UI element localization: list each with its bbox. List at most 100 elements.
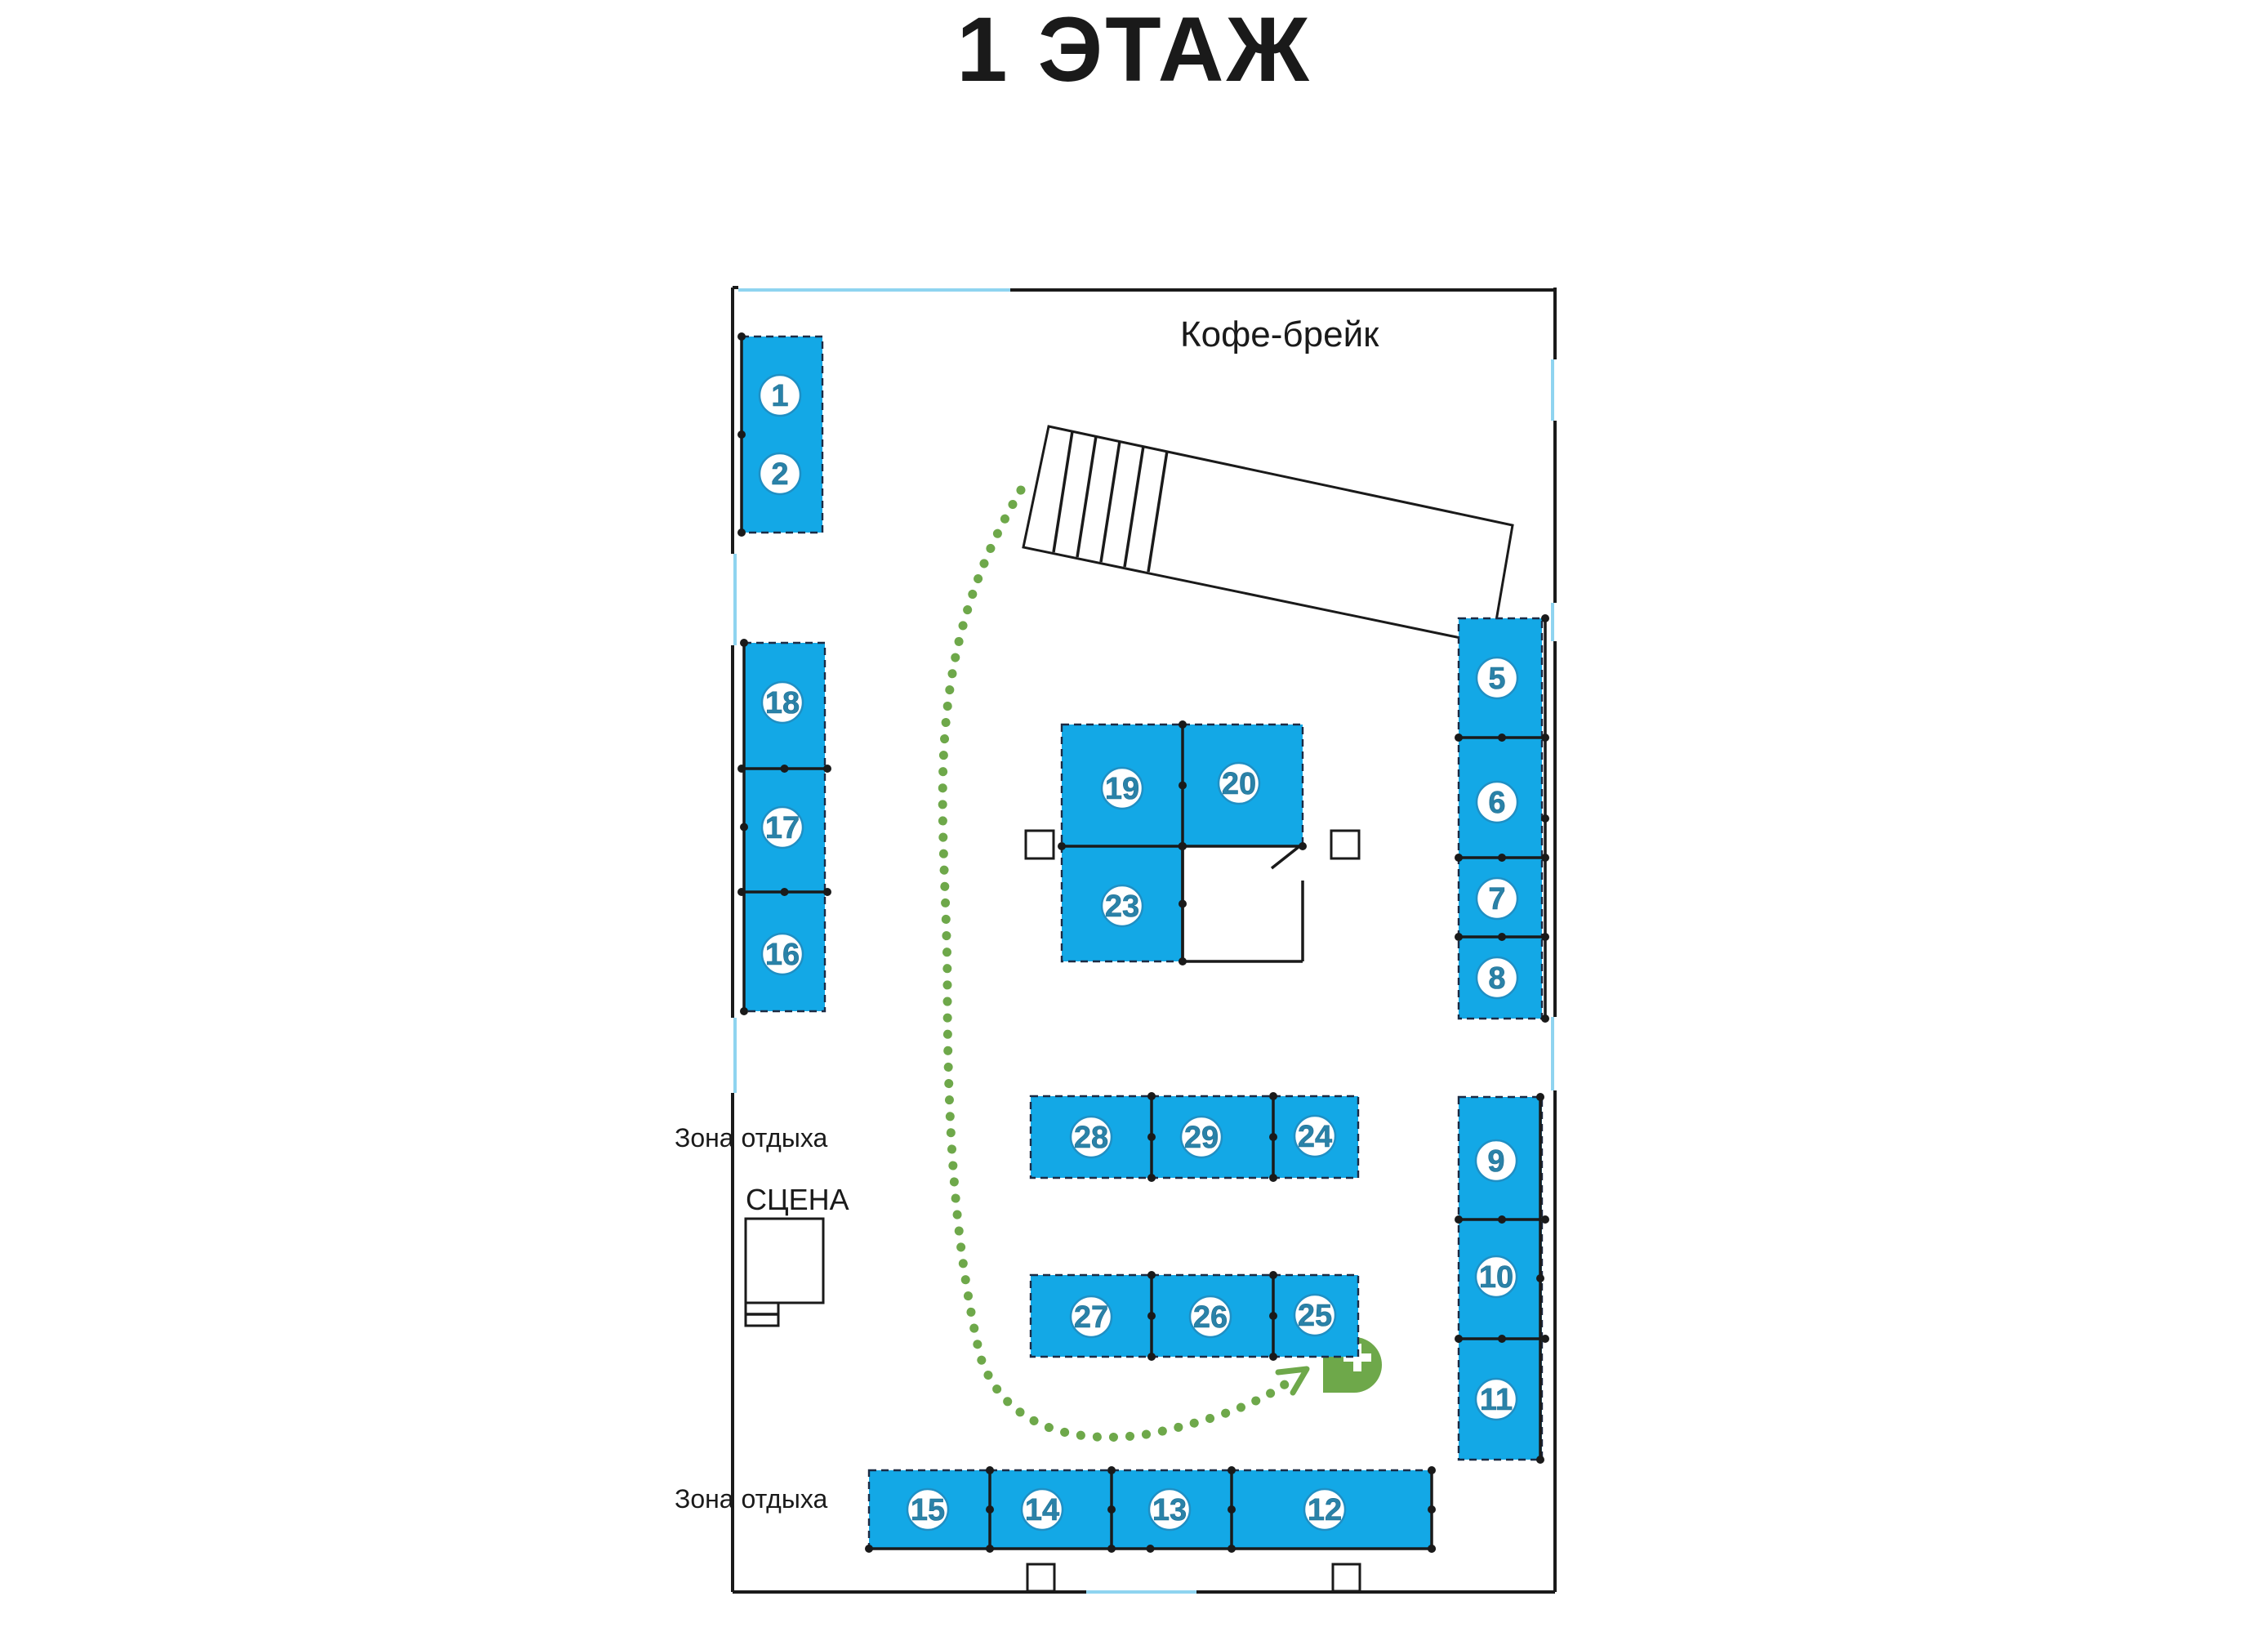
booth-19[interactable]: 19 <box>1060 723 1184 848</box>
booth-number-badge <box>906 1487 950 1532</box>
partition-post <box>1147 1133 1156 1141</box>
partition-post <box>1536 1456 1544 1464</box>
column <box>1024 829 1055 860</box>
partition-post <box>1541 614 1549 622</box>
booth-1[interactable]: 1 <box>740 335 824 534</box>
partition-post <box>1107 1545 1116 1553</box>
partition-post <box>1147 1271 1156 1279</box>
partition-post <box>1455 933 1463 941</box>
booth-9[interactable]: 9 <box>1457 1095 1544 1221</box>
booth-number-badge <box>760 805 804 849</box>
booth-27[interactable]: 27 <box>1029 1273 1153 1358</box>
stair-step <box>1052 430 1074 553</box>
booth-28[interactable]: 28 <box>1029 1095 1153 1179</box>
booth-10[interactable]: 10 <box>1457 1218 1544 1340</box>
booth-number: 29 <box>1184 1121 1219 1155</box>
partition-post <box>1455 1335 1463 1343</box>
booth-5[interactable]: 5 <box>1457 617 1544 739</box>
booth-number: 8 <box>1488 961 1505 996</box>
booth-15[interactable]: 15 <box>867 1469 991 1550</box>
partition-post <box>1541 1014 1549 1023</box>
booth-number-badge <box>1100 766 1144 810</box>
partition-post <box>740 1007 748 1015</box>
booth-number-badge <box>1474 1255 1518 1299</box>
booth-13[interactable]: 13 <box>1110 1469 1233 1550</box>
floor-title: 1 ЭТАЖ <box>956 0 1312 100</box>
booth-number-badge <box>1188 1295 1232 1339</box>
booth-number-badge <box>1069 1295 1113 1339</box>
booth-number: 6 <box>1488 786 1505 820</box>
booth-number-badge <box>1303 1487 1347 1532</box>
booth-8[interactable]: 8 <box>1457 935 1544 1020</box>
booth-14[interactable]: 14 <box>988 1469 1113 1550</box>
booth-7[interactable]: 7 <box>1457 856 1544 939</box>
stage-platform <box>744 1217 825 1304</box>
booth-number: 12 <box>1308 1493 1342 1527</box>
booth-number: 11 <box>1480 1383 1513 1417</box>
booth-2[interactable]: 2 <box>758 452 802 496</box>
column <box>1330 829 1361 860</box>
booth-12[interactable]: 12 <box>1230 1469 1433 1550</box>
booth-6[interactable]: 6 <box>1457 736 1544 859</box>
partition-post <box>1269 1133 1277 1141</box>
partition-post <box>1269 1174 1277 1182</box>
booth-29[interactable]: 29 <box>1150 1095 1275 1179</box>
route <box>938 485 1310 1442</box>
stair-step <box>1147 450 1169 573</box>
booth-number: 20 <box>1222 767 1256 801</box>
booth-11[interactable]: 11 <box>1457 1337 1544 1461</box>
partition-post <box>1455 1215 1463 1224</box>
booth-number: 14 <box>1025 1493 1059 1527</box>
partition-post <box>780 765 789 773</box>
booth-number: 25 <box>1298 1299 1332 1333</box>
partition-post <box>1541 1335 1549 1343</box>
partition-post <box>737 332 746 341</box>
booth-18[interactable]: 18 <box>742 641 827 770</box>
booth-number: 10 <box>1479 1260 1513 1295</box>
booth-number-badge <box>758 373 802 417</box>
booth-number: 27 <box>1074 1300 1108 1335</box>
booth-number: 9 <box>1487 1144 1504 1179</box>
partition-post <box>780 888 789 896</box>
booth-number: 18 <box>765 686 800 720</box>
booth-number: 28 <box>1074 1121 1108 1155</box>
booth-16[interactable]: 16 <box>742 890 827 1013</box>
partition-post <box>865 1545 873 1553</box>
booth-number: 13 <box>1152 1493 1187 1527</box>
booth-25[interactable]: 25 <box>1272 1273 1360 1358</box>
partition-post <box>1498 1215 1506 1224</box>
booth-number-badge <box>1147 1487 1192 1532</box>
partition-post <box>1269 1353 1277 1361</box>
booth-26[interactable]: 26 <box>1150 1273 1275 1358</box>
partition-post <box>1498 1335 1506 1343</box>
booth-17[interactable]: 17 <box>742 767 827 894</box>
booth-number: 7 <box>1488 882 1505 916</box>
partition-post <box>1455 854 1463 862</box>
partition-post <box>1147 1312 1156 1320</box>
booth-number: 16 <box>765 938 800 972</box>
column <box>1026 1563 1056 1593</box>
rest-zone-label: Зона отдыха <box>675 1123 827 1153</box>
booth-number-badge <box>1179 1115 1223 1159</box>
booth-number-badge <box>1293 1114 1337 1158</box>
booth-20[interactable]: 20 <box>1181 723 1304 848</box>
partition-post <box>737 528 746 537</box>
booth-number: 5 <box>1488 662 1505 696</box>
route-path <box>938 485 1295 1442</box>
booth-24[interactable]: 24 <box>1272 1095 1360 1179</box>
booth-outline <box>1272 1095 1360 1179</box>
partition-post <box>1428 1466 1436 1474</box>
partition-post <box>986 1466 994 1474</box>
booth-number-badge <box>1475 780 1519 824</box>
booth-23[interactable]: 23 <box>1060 845 1184 963</box>
partition-post <box>740 639 748 647</box>
partition-post <box>1147 1174 1156 1182</box>
booth-number-badge <box>1217 761 1261 805</box>
booth-number: 26 <box>1193 1300 1228 1335</box>
stair-step <box>1123 445 1145 568</box>
partition-post <box>1269 1271 1277 1279</box>
booth-number-badge <box>760 932 804 976</box>
booth-number: 23 <box>1105 890 1139 924</box>
rest-zone-label: Зона отдыха <box>675 1484 827 1514</box>
